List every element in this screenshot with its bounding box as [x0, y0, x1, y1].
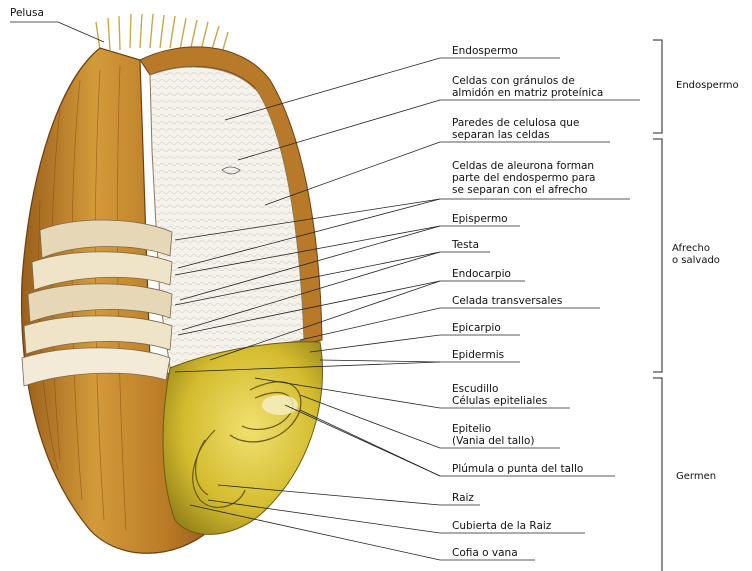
label-celada: Celada transversales [452, 295, 562, 307]
label-paredes-1: Paredes de celulosa que [452, 117, 579, 129]
group-afrecho-1: Afrecho [672, 243, 710, 255]
group-germen: Germen [676, 471, 716, 483]
label-paredes-2: separan las celdas [452, 129, 550, 141]
label-endospermo: Endospermo [452, 45, 518, 57]
label-escudillo-2: Células epiteliales [452, 395, 547, 407]
label-pelusa: Pelusa [10, 7, 44, 19]
label-cofia: Cofia o vana [452, 547, 518, 559]
plumula-highlight [262, 395, 298, 415]
label-epitelio-2: (Vania del tallo) [452, 435, 535, 447]
bran-layers [22, 220, 172, 386]
label-aleurona-2: parte del endospermo para [452, 172, 595, 184]
label-epidermis: Epidermis [452, 349, 504, 361]
label-escudillo-1: Escudillo [452, 383, 498, 395]
label-testa: Testa [452, 239, 479, 251]
label-raiz: Raiz [452, 492, 474, 504]
label-aleurona-1: Celdas de aleurona forman [452, 160, 594, 172]
label-aleurona-3: se separan con el afrecho [452, 184, 587, 196]
group-afrecho-2: o salvado [672, 255, 720, 267]
label-endocarpio: Endocarpio [452, 268, 511, 280]
label-cubierta: Cubierta de la Raiz [452, 520, 551, 532]
group-endospermo: Endospermo [676, 80, 739, 92]
label-epispermo: Epispermo [452, 213, 508, 225]
label-plumula: Plúmula o punta del tallo [452, 463, 583, 475]
label-celdas-granulos-1: Celdas con gránulos de [452, 75, 575, 87]
label-celdas-granulos-2: almidón en matriz proteínica [452, 87, 603, 99]
label-epitelio-1: Epitelio [452, 423, 491, 435]
germ-region [163, 342, 322, 535]
label-epicarpio: Epicarpio [452, 322, 501, 334]
group-brackets [653, 40, 662, 571]
